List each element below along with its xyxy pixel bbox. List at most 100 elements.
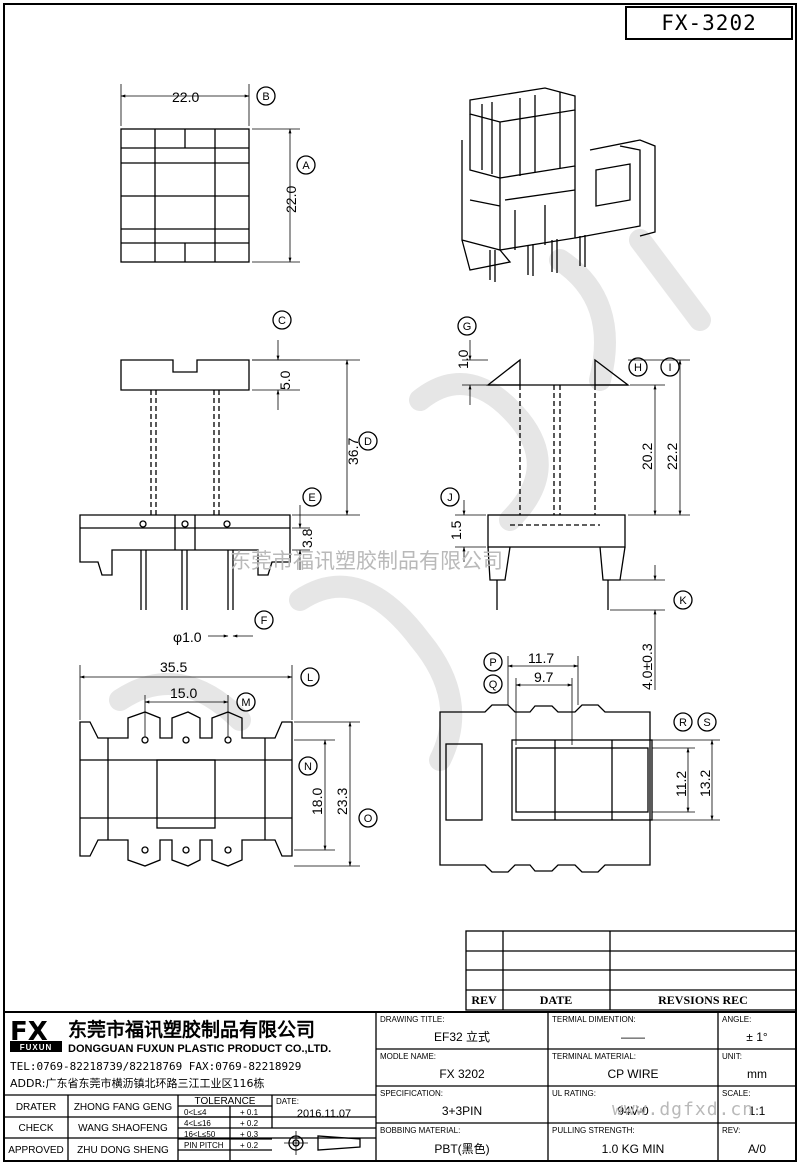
company-tel: TEL:0769-82218739/82218769 FAX:0769-8221…: [10, 1060, 301, 1073]
dim-pin-diameter: φ1.0: [173, 629, 202, 645]
marker-a: A: [302, 160, 310, 172]
date-value: 2016.11.07: [297, 1108, 351, 1120]
marker-f: F: [261, 615, 268, 627]
watermark-company: 东莞市福讯塑胶制品有限公司: [230, 549, 503, 573]
company-logo: FX FUXUN: [10, 1017, 62, 1052]
angle-value: ± 1°: [746, 1030, 768, 1044]
unit-value: mm: [747, 1067, 767, 1081]
front-view: [79, 310, 378, 638]
date-label: DATE:: [276, 1097, 299, 1106]
role-check: CHECK: [18, 1123, 53, 1134]
marker-s: S: [703, 717, 710, 729]
revisions-header: REVSIONS REC: [658, 993, 748, 1007]
marker-r: R: [679, 717, 687, 729]
dim-flange: 5.0: [277, 370, 293, 390]
tolerance-title: TOLERANCE: [195, 1096, 256, 1107]
tol-range-4: PIN PITCH: [184, 1141, 224, 1150]
specification-value: 3+3PIN: [442, 1104, 482, 1118]
dim-inner-height: 20.2: [639, 443, 655, 470]
name-approved: ZHU DONG SHENG: [77, 1145, 169, 1156]
tol-value-4: + 0.2: [240, 1141, 259, 1150]
marker-m: M: [241, 697, 250, 709]
dim-bottom-width: 35.5: [160, 659, 187, 675]
marker-d: D: [364, 436, 372, 448]
marker-i: I: [668, 362, 671, 374]
marker-g: G: [463, 321, 472, 333]
background-watermark: [109, 229, 711, 771]
model-name-label: MODLE NAME:: [380, 1052, 436, 1061]
pulling-strength-label: PULLING STRENGTH:: [552, 1126, 635, 1135]
company-address: ADDR:广东省东莞市横沥镇北环路三江工业区116栋: [10, 1076, 264, 1090]
tol-range-3: 16<L≤50: [184, 1130, 216, 1139]
rev-label: REV:: [722, 1126, 740, 1135]
date-header: DATE: [540, 993, 572, 1007]
ul-rating-label: UL RATING:: [552, 1089, 596, 1098]
marker-h: H: [634, 362, 642, 374]
dim-window-inner: 9.7: [534, 669, 554, 685]
marker-p: P: [489, 657, 496, 669]
marker-q: Q: [489, 679, 498, 691]
dim-top-tab: 1.0: [455, 349, 471, 369]
terminal-dimension-label: TERMIAL DIMENTION:: [552, 1015, 636, 1024]
dim-top-height: 22.0: [283, 186, 299, 213]
terminal-material-label: TERMINAL MATERIAL:: [552, 1052, 636, 1061]
angle-label: ANGLE:: [722, 1015, 751, 1024]
unit-label: UNIT:: [722, 1052, 742, 1061]
dim-window-h1: 11.2: [673, 771, 689, 797]
dim-top-width: 22.0: [172, 89, 199, 105]
dim-outer-height: 22.2: [664, 443, 680, 470]
dim-height: 36.7: [345, 438, 361, 465]
side-view: [440, 316, 693, 690]
role-approved: APPROVED: [8, 1145, 64, 1156]
scale-label: SCALE:: [722, 1089, 750, 1098]
name-drater: ZHONG FANG GENG: [74, 1102, 173, 1113]
dim-pin-length: 4.0±0.3: [639, 643, 655, 690]
terminal-dimension-value: ——: [621, 1030, 645, 1044]
tol-value-3: + 0.3: [240, 1130, 259, 1139]
revision-table: [465, 930, 797, 1011]
model-name-value: FX 3202: [439, 1067, 485, 1081]
name-check: WANG SHAOFENG: [78, 1123, 168, 1134]
terminal-material-value: CP WIRE: [607, 1067, 658, 1081]
dim-side-base: 1.5: [448, 520, 464, 540]
isometric-view: [461, 87, 656, 282]
part-number-box: FX-3202: [625, 6, 793, 40]
scale-value: 1:1: [749, 1104, 766, 1118]
bottom-view-right: [439, 652, 720, 873]
dim-window-outer: 11.7: [528, 650, 554, 666]
bobbing-material-label: BOBBING MATERIAL:: [380, 1126, 460, 1135]
tol-range-1: 0<L≤4: [184, 1108, 207, 1117]
pulling-strength-value: 1.0 KG MIN: [602, 1142, 665, 1156]
part-number: FX-3202: [661, 11, 757, 35]
dim-bottom-inner: 18.0: [309, 788, 325, 815]
watermark-site: www.dgfxd.cn: [612, 1099, 755, 1120]
marker-j: J: [447, 492, 453, 504]
bobbing-material-value: PBT(黑色): [434, 1142, 489, 1156]
marker-k: K: [679, 595, 687, 607]
rev-value: A/0: [748, 1142, 766, 1156]
tol-value-1: + 0.1: [240, 1108, 259, 1117]
sheet-border: [3, 3, 797, 1162]
role-drater: DRATER: [16, 1102, 56, 1113]
ul-rating-value: 94V-0: [617, 1104, 649, 1118]
marker-o: O: [364, 813, 373, 825]
marker-e: E: [308, 492, 315, 504]
top-view: [120, 84, 316, 263]
specification-label: SPECIFICATION:: [380, 1089, 443, 1098]
company-name-cn: 东莞市福讯塑胶制品有限公司: [68, 1018, 315, 1041]
dim-pin-pitch: 15.0: [170, 685, 197, 701]
rev-header: REV: [471, 993, 497, 1007]
marker-n: N: [304, 761, 312, 773]
title-block: [4, 1011, 796, 1161]
marker-l: L: [307, 672, 313, 684]
drawing-title-value: EF32 立式: [434, 1029, 490, 1044]
logo-subtext: FUXUN: [20, 1043, 53, 1052]
bottom-view: [79, 665, 378, 867]
drawing-title-label: DRAWING TITLE:: [380, 1015, 444, 1024]
dim-window-h2: 13.2: [697, 770, 713, 797]
marker-c: C: [278, 315, 286, 327]
tol-value-2: + 0.2: [240, 1119, 259, 1128]
dim-base: 3.8: [299, 528, 315, 548]
tol-range-2: 4<L≤16: [184, 1119, 211, 1128]
